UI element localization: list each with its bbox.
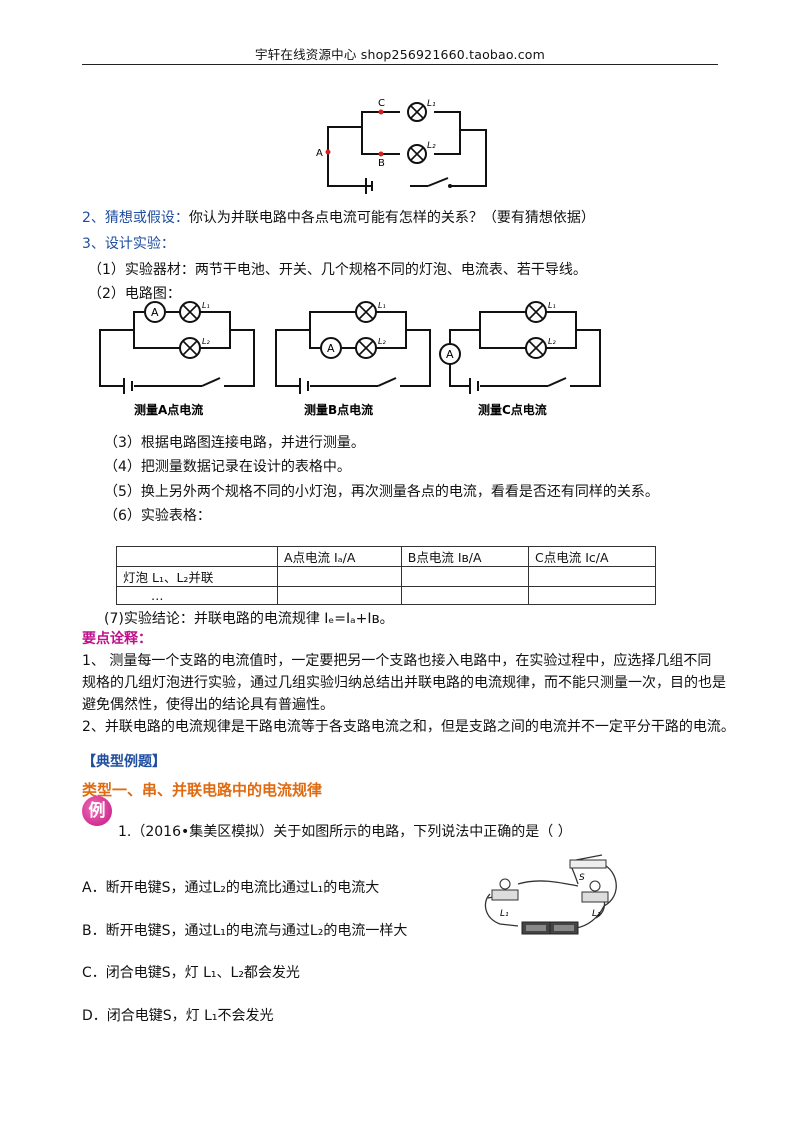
header-divider xyxy=(82,64,718,65)
table-cell xyxy=(277,566,402,587)
lamp-l2-icon xyxy=(581,880,609,903)
label-a: A xyxy=(316,148,323,159)
circuit-measure-b: A L₁ L₂ 测量B点电流 xyxy=(275,301,431,417)
key-point-1-line-2: 规格的几组灯泡进行实验，通过几组实验归纳总结出并联电路的电流规律，而不能只测量一… xyxy=(82,675,726,691)
caption-c: 测量C点电流 xyxy=(478,402,547,417)
experiment-table: A点电流 Iₐ/A B点电流 Iʙ/A C点电流 Iᴄ/A 灯泡 L₁、L₂并联… xyxy=(116,546,656,605)
step-3: （3）根据电路图连接电路，并进行测量。 xyxy=(104,435,365,451)
svg-text:L₁: L₁ xyxy=(202,301,210,310)
step-4: （4）把测量数据记录在设计的表格中。 xyxy=(104,459,351,475)
table-header-cell: A点电流 Iₐ/A xyxy=(277,546,402,567)
table-header-row: A点电流 Iₐ/A B点电流 Iʙ/A C点电流 Iᴄ/A xyxy=(116,546,656,567)
table-cell xyxy=(528,586,656,605)
svg-text:L₂: L₂ xyxy=(202,337,210,346)
svg-text:L₂: L₂ xyxy=(548,337,556,346)
option-d: D．闭合电键S，灯 L₁不会发光 xyxy=(82,1008,274,1024)
measurement-circuits: A L₁ L₂ 测量A点电流 A L₁ L₂ 测量B点电流 xyxy=(99,301,601,417)
svg-text:L₂: L₂ xyxy=(378,337,386,346)
table-cell: 灯泡 L₁、L₂并联 xyxy=(116,566,278,587)
step-5: （5）换上另外两个规格不同的小灯泡，再次测量各点的电流，看看是否还有同样的关系。 xyxy=(104,484,659,500)
table-cell xyxy=(528,566,656,587)
circuit-measure-a: A L₁ L₂ 测量A点电流 xyxy=(99,301,255,417)
table-row: 灯泡 L₁、L₂并联 xyxy=(116,566,656,587)
section-3-title: 3、设计实验： xyxy=(82,236,175,252)
svg-text:S: S xyxy=(579,873,585,883)
label-l1: L₁ xyxy=(427,99,436,109)
svg-text:A: A xyxy=(151,306,159,319)
caption-b: 测量B点电流 xyxy=(304,402,373,417)
svg-text:A: A xyxy=(446,348,454,361)
svg-text:L₁: L₁ xyxy=(548,301,556,310)
key-point-2: 2、并联电路的电流规律是干路电流等于各支路电流之和，但是支路之间的电流并不一定平… xyxy=(82,719,735,735)
key-points-title: 要点诠释： xyxy=(82,631,152,647)
caption-a: 测量A点电流 xyxy=(134,402,203,417)
ammeter-icon xyxy=(320,337,342,359)
option-a: A．断开电键S，通过L₂的电流比通过L₁的电流大 xyxy=(82,880,380,896)
table-row: … xyxy=(116,586,656,605)
label-c: C xyxy=(378,98,385,109)
table-cell: … xyxy=(116,586,278,605)
lamp-l1-icon xyxy=(491,878,519,901)
table-header-cell: C点电流 Iᴄ/A xyxy=(528,546,656,567)
label-l2: L₂ xyxy=(427,141,436,151)
point-a xyxy=(325,149,331,155)
step-1: （1）实验器材：两节干电池、开关、几个规格不同的灯泡、电流表、若干导线。 xyxy=(88,262,587,278)
svg-text:L₁: L₁ xyxy=(500,909,509,919)
switch-icon xyxy=(569,854,607,869)
table-cell xyxy=(277,586,402,605)
table-header-cell: B点电流 Iʙ/A xyxy=(400,546,530,567)
svg-text:A: A xyxy=(327,342,335,355)
conclusion: (7)实验结论：并联电路的电流规律 Iₑ=Iₐ+Iʙ。 xyxy=(104,611,394,627)
svg-text:L₁: L₁ xyxy=(378,301,386,310)
key-point-1-line-1: 1、 测量每一个支路的电流值时，一定要把另一个支路也接入电路中，在实验过程中，应… xyxy=(82,653,712,669)
question-circuit-figure: S L₁ L₂ xyxy=(484,854,617,935)
parallel-circuit-diagram: A C B L₁ L₂ xyxy=(316,98,487,194)
question-1: 1.（2016•集美区模拟）关于如图所示的电路，下列说法中正确的是（ ） xyxy=(118,824,572,840)
point-b xyxy=(378,151,384,157)
example-type-title: 类型一、串、并联电路中的电流规律 xyxy=(82,781,323,799)
step-6: （6）实验表格： xyxy=(104,508,211,524)
example-badge-icon: 例 xyxy=(82,796,112,826)
table-cell xyxy=(400,566,530,587)
lamp-l2-icon xyxy=(407,144,427,164)
label-b: B xyxy=(378,158,385,169)
option-c: C．闭合电键S，灯 L₁、L₂都会发光 xyxy=(82,965,300,981)
table-cell xyxy=(400,586,530,605)
option-b: B．断开电键S，通过L₁的电流与通过L₂的电流一样大 xyxy=(82,923,408,939)
examples-heading: 【典型例题】 xyxy=(82,754,166,770)
point-c xyxy=(378,109,384,115)
section-2: 2、猜想或假设：你认为并联电路中各点电流可能有怎样的关系？（要有猜想依据） xyxy=(82,210,595,226)
circuit-measure-c: A L₁ L₂ 测量C点电流 xyxy=(439,301,601,417)
key-point-1-line-3: 避免偶然性，使得出的结论具有普遍性。 xyxy=(82,697,334,713)
battery-icon xyxy=(521,921,579,935)
step-2: （2）电路图： xyxy=(88,286,181,302)
lamp-l1-icon xyxy=(407,102,427,122)
svg-text:L₂: L₂ xyxy=(592,909,601,919)
ammeter-icon xyxy=(439,343,461,365)
table-header-cell xyxy=(116,546,278,567)
page-header: 宇轩在线资源中心 shop256921660.taobao.com xyxy=(254,47,546,62)
ammeter-icon xyxy=(144,301,166,323)
